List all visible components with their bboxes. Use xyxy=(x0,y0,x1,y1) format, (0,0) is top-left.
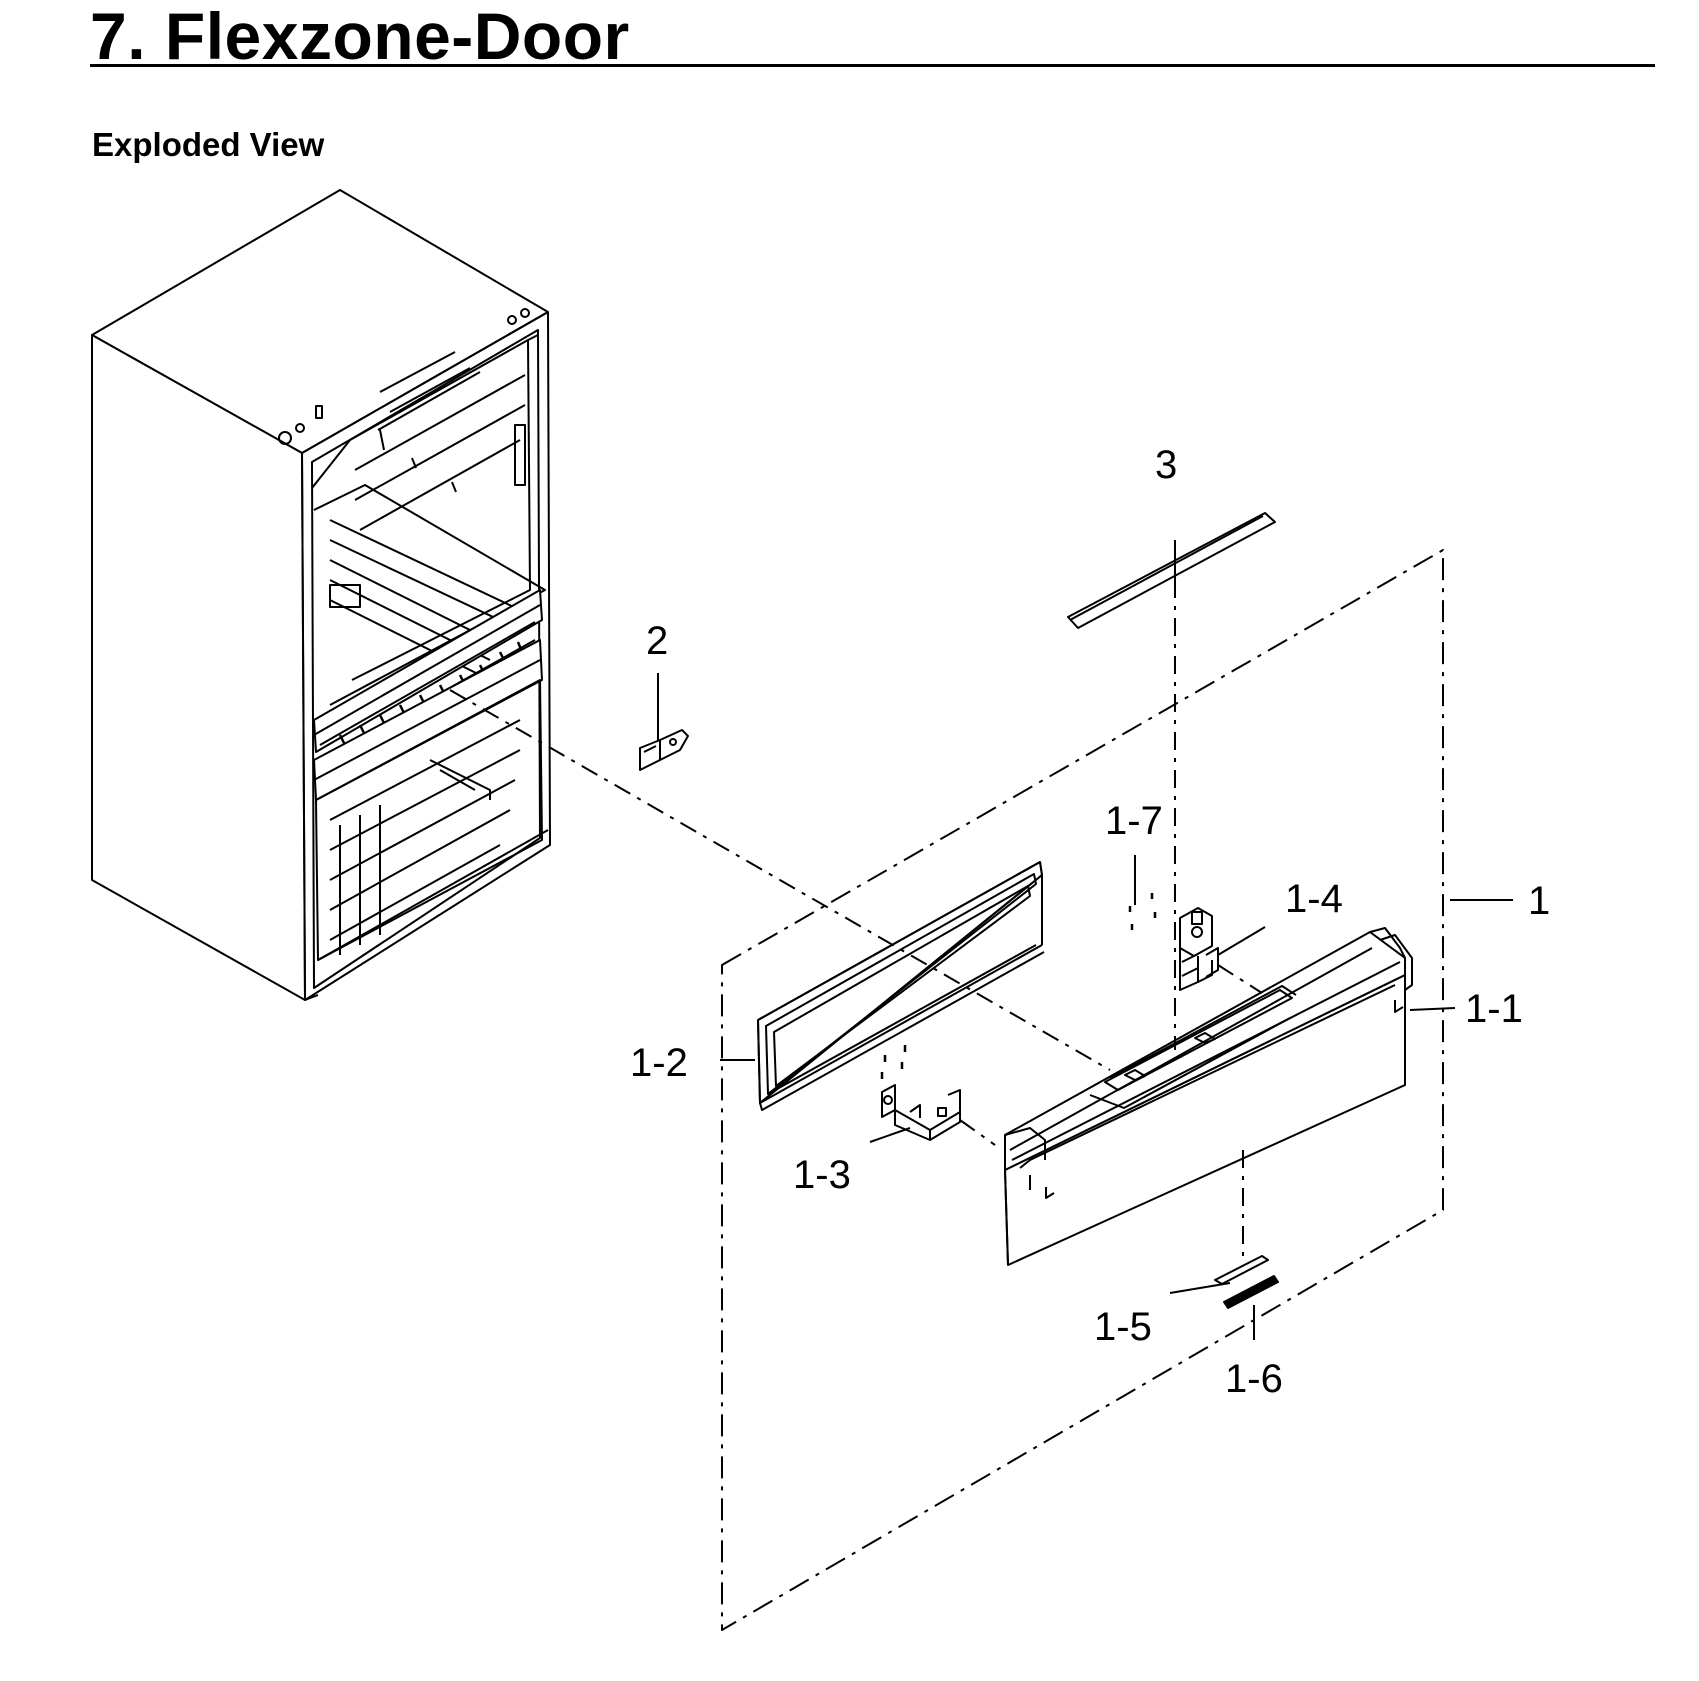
part-1-6-strip xyxy=(1223,1275,1279,1309)
alignment-lines xyxy=(449,580,1263,1258)
part-1-3-hinge xyxy=(881,1084,961,1141)
assembly-group-outline xyxy=(721,549,1444,1631)
callout-1-3: 1-3 xyxy=(793,1153,851,1197)
callout-1-6: 1-6 xyxy=(1225,1357,1283,1401)
part-1-7-screws xyxy=(1128,893,1157,930)
part-1-5-strip xyxy=(1214,1255,1269,1285)
callout-1-1: 1-1 xyxy=(1465,987,1523,1031)
part-1-1-door-panel xyxy=(1004,927,1413,1266)
part-1-2-gasket xyxy=(757,861,1045,1111)
part-3-cover-strip xyxy=(1067,512,1276,629)
leader-lines xyxy=(657,540,1513,1340)
callout-1: 1 xyxy=(1528,879,1550,923)
part-1-3-screws xyxy=(880,1045,907,1079)
part-1-4-hinge xyxy=(1179,907,1219,991)
callout-1-5: 1-5 xyxy=(1094,1305,1152,1349)
callout-1-7: 1-7 xyxy=(1105,799,1163,843)
callout-1-2: 1-2 xyxy=(630,1041,688,1085)
page-title: 7. Flexzone-Door xyxy=(90,0,630,73)
callout-1-4: 1-4 xyxy=(1285,877,1343,921)
refrigerator-cabinet xyxy=(91,189,551,1001)
callout-2: 2 xyxy=(646,619,668,663)
callout-labels: 3 2 1-7 1-4 1 1-1 1-2 1-3 1-5 1-6 xyxy=(630,443,1550,1401)
callout-3: 3 xyxy=(1155,443,1177,487)
part-2-bracket xyxy=(639,729,689,771)
section-heading: Exploded View xyxy=(92,126,325,163)
title-underline xyxy=(90,64,1655,67)
